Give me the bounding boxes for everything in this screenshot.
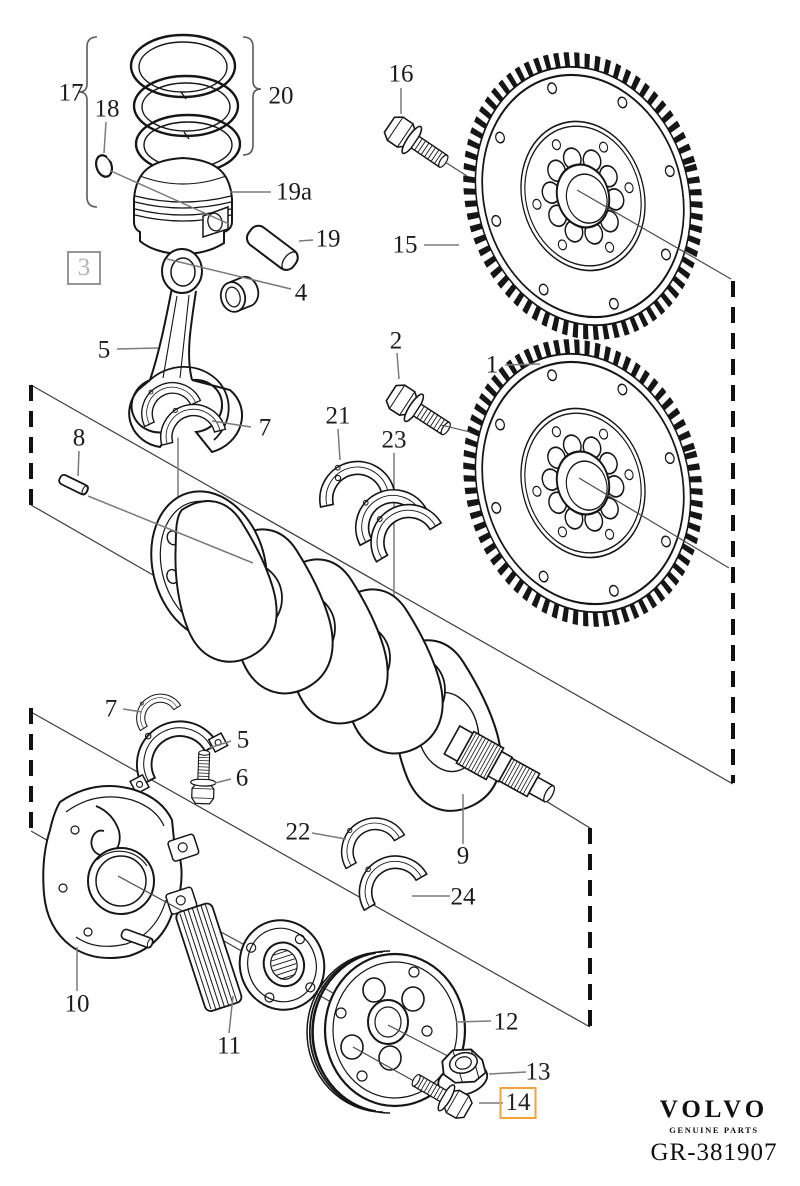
flywheel-bolt-16[interactable] bbox=[379, 110, 456, 177]
callout-7-upper[interactable]: 7 bbox=[258, 414, 272, 442]
callout-23[interactable]: 23 bbox=[381, 426, 407, 454]
seal-housing[interactable] bbox=[42, 785, 200, 959]
callout-5-rod[interactable]: 5 bbox=[97, 336, 111, 364]
bearing-shell-21[interactable] bbox=[311, 453, 396, 508]
center-nut[interactable] bbox=[431, 1043, 491, 1100]
callout-10[interactable]: 10 bbox=[64, 990, 90, 1018]
piston-pin[interactable] bbox=[243, 222, 301, 273]
callout-16[interactable]: 16 bbox=[388, 60, 414, 88]
callout-12[interactable]: 12 bbox=[493, 1008, 519, 1036]
flywheel-upper[interactable] bbox=[438, 33, 728, 360]
piston-ring-set[interactable] bbox=[129, 33, 242, 178]
bracket-20 bbox=[242, 36, 262, 156]
callout-13[interactable]: 13 bbox=[525, 1058, 551, 1086]
callout-11[interactable]: 11 bbox=[216, 1032, 242, 1060]
housing-pin bbox=[120, 928, 154, 949]
bracket-17 bbox=[78, 36, 98, 208]
bolt-2-leader bbox=[440, 424, 471, 433]
callout-2[interactable]: 2 bbox=[389, 327, 403, 355]
callout-21[interactable]: 21 bbox=[325, 402, 351, 430]
group-boundaries bbox=[29, 281, 735, 1028]
crank-sprocket[interactable] bbox=[174, 901, 335, 1021]
brand-block: VOLVO GENUINE PARTS GR-381907 bbox=[650, 1096, 778, 1167]
flywheel-upper-axis-line bbox=[576, 189, 732, 280]
callout-3-boxed[interactable]: 3 bbox=[67, 251, 101, 285]
callout-1[interactable]: 1 bbox=[485, 351, 499, 379]
bolt-16-leader bbox=[444, 161, 468, 177]
callout-19[interactable]: 19 bbox=[315, 225, 341, 253]
genuine-parts-tagline: GENUINE PARTS bbox=[669, 1125, 759, 1135]
flywheel-lower-axis-line bbox=[578, 477, 730, 569]
callout-14-highlighted[interactable]: 14 bbox=[499, 1087, 537, 1119]
callout-22[interactable]: 22 bbox=[285, 818, 311, 846]
callout-6[interactable]: 6 bbox=[235, 764, 249, 792]
circlip[interactable] bbox=[93, 153, 114, 179]
small-end-bushing[interactable] bbox=[217, 274, 262, 314]
bearing-shell-23[interactable] bbox=[341, 475, 442, 563]
callout-17[interactable]: 17 bbox=[58, 79, 84, 107]
flywheel-lower[interactable] bbox=[438, 320, 728, 647]
crankshaft[interactable] bbox=[134, 478, 561, 822]
thrust-bearing-shell-24[interactable] bbox=[345, 842, 428, 911]
callout-9[interactable]: 9 bbox=[456, 842, 470, 870]
callout-20[interactable]: 20 bbox=[268, 82, 294, 110]
callout-19a[interactable]: 19a bbox=[275, 178, 313, 206]
volvo-logo: VOLVO bbox=[659, 1096, 769, 1123]
callout-5-cap[interactable]: 5 bbox=[236, 726, 250, 754]
crankshaft-nose bbox=[443, 724, 556, 803]
callout-4[interactable]: 4 bbox=[294, 279, 308, 307]
crank-pulley[interactable] bbox=[306, 950, 467, 1114]
callout-15[interactable]: 15 bbox=[392, 231, 418, 259]
callout-18[interactable]: 18 bbox=[94, 95, 120, 123]
drawing-number: GR-381907 bbox=[650, 1139, 778, 1166]
cap-bolt-6[interactable] bbox=[189, 749, 218, 805]
dowel-pin[interactable] bbox=[58, 473, 90, 496]
callout-8[interactable]: 8 bbox=[72, 424, 86, 452]
callout-7-lower[interactable]: 7 bbox=[104, 695, 118, 723]
callout-24[interactable]: 24 bbox=[450, 883, 476, 911]
piston[interactable] bbox=[133, 156, 233, 256]
leader-lines bbox=[76, 88, 541, 1104]
